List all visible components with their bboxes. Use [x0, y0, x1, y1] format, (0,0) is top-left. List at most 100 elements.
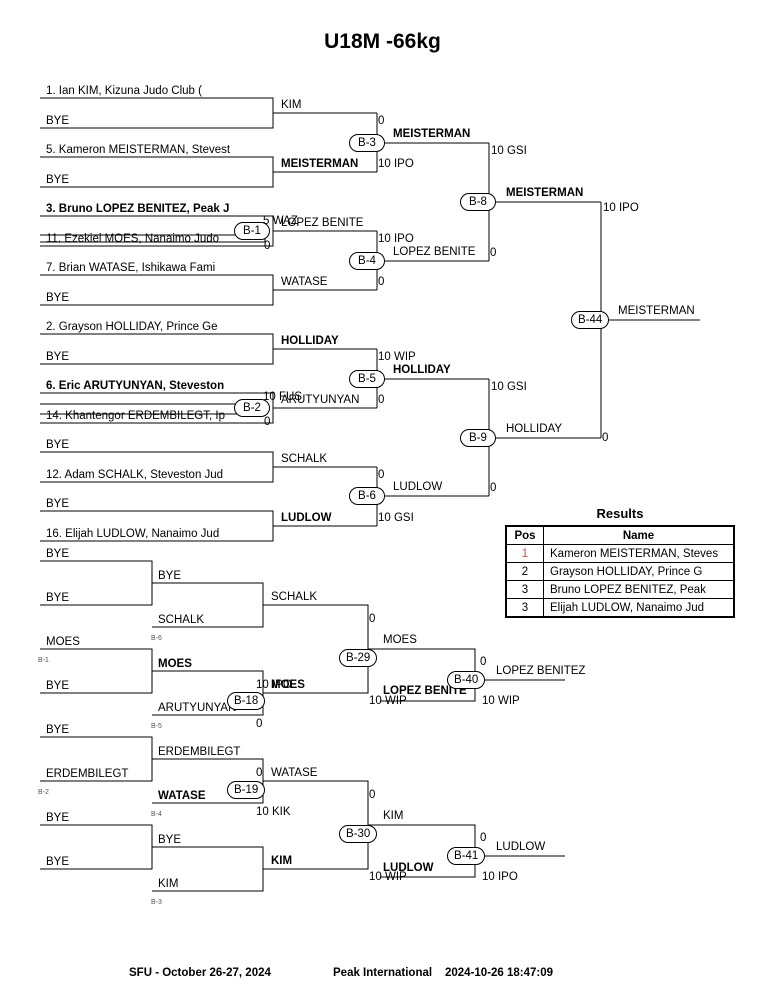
entry-name: 7. Brian WATASE, Ishikawa Fami — [46, 262, 216, 274]
winner-name: MEISTERMAN — [393, 128, 471, 140]
bout-badge[interactable]: B-19 — [227, 781, 266, 799]
results-row: 3 Bruno LOPEZ BENITEZ, Peak — [505, 580, 735, 599]
ref-label: B-6 — [151, 635, 162, 642]
score-text: 5 WAZ — [263, 215, 298, 227]
score-text: 0 — [256, 767, 263, 779]
score-text: 0 — [256, 718, 263, 730]
bout-badge[interactable]: B-4 — [349, 252, 385, 270]
bracket-line — [40, 97, 274, 129]
score-text: 10 GSI — [491, 145, 527, 157]
entry-name: 11. Ezekiel MOES, Nanaimo Judo — [46, 233, 220, 245]
results-name: Grayson HOLLIDAY, Prince G — [543, 562, 735, 581]
entry-name: ERDEMBILEGT — [46, 768, 129, 780]
winner-name: HOLLIDAY — [506, 423, 563, 435]
winner-name: LOPEZ BENITE — [393, 246, 476, 258]
bout-badge[interactable]: B-6 — [349, 487, 385, 505]
score-text: 10 GSI — [378, 512, 414, 524]
bout-badge[interactable]: B-2 — [234, 399, 270, 417]
bout-badge[interactable]: B-9 — [460, 429, 496, 447]
entry-name: WATASE — [158, 790, 206, 802]
entry-name: MOES — [158, 658, 192, 670]
entry-name: 14. Khantengor ERDEMBILEGT, Ip — [46, 410, 225, 422]
results-header-pos: Pos — [505, 525, 544, 545]
score-text: 0 — [490, 247, 497, 259]
score-text: 0 — [378, 469, 385, 481]
ref-label: B-2 — [38, 789, 49, 796]
entry-name: BYE — [158, 834, 182, 846]
ref-label: B-5 — [151, 723, 162, 730]
bout-badge[interactable]: B-3 — [349, 134, 385, 152]
results-name: Bruno LOPEZ BENITEZ, Peak — [543, 580, 735, 599]
bout-badge[interactable]: B-8 — [460, 193, 496, 211]
winner-name: SCHALK — [281, 453, 328, 465]
results-header-name: Name — [543, 525, 735, 545]
entry-name: BYE — [46, 439, 70, 451]
score-text: 0 — [264, 240, 271, 252]
entry-name: SCHALK — [158, 614, 205, 626]
score-text: 0 — [602, 432, 609, 444]
winner-name: KIM — [271, 855, 293, 867]
winner-name: MOES — [271, 679, 305, 691]
entry-name: BYE — [46, 548, 70, 560]
winner-name: ARUTYUNYAN — [281, 394, 360, 406]
winner-name: MOES — [383, 634, 417, 646]
winner-name: LOPEZ BENITE — [383, 685, 467, 697]
entry-name: 6. Eric ARUTYUNYAN, Steveston — [46, 380, 225, 392]
entry-name: ERDEMBILEGT — [158, 746, 241, 758]
bout-badge[interactable]: B-1 — [234, 222, 270, 240]
score-text: 10 FUS — [263, 391, 302, 403]
results-name: Kameron MEISTERMAN, Steves — [543, 544, 735, 563]
entry-name: MOES — [46, 636, 80, 648]
entry-name: BYE — [46, 812, 70, 824]
winner-name: WATASE — [281, 276, 328, 288]
entry-name: BYE — [46, 856, 70, 868]
score-text: 10 WIP — [369, 695, 407, 707]
winner-name: SCHALK — [271, 591, 318, 603]
winner-name: LUDLOW — [383, 862, 434, 874]
ref-label: B-4 — [151, 811, 162, 818]
entry-name: 2. Grayson HOLLIDAY, Prince Ge — [46, 321, 218, 333]
bout-badge[interactable]: B-30 — [339, 825, 378, 843]
score-text: 0 — [378, 394, 385, 406]
results-pos: 2 — [505, 562, 544, 581]
bout-badge[interactable]: B-18 — [227, 692, 266, 710]
score-text: 0 — [369, 789, 376, 801]
results-pos: 1 — [505, 544, 544, 563]
score-text: 10 IPO — [603, 202, 639, 214]
score-text: 0 — [264, 416, 271, 428]
page-title: U18M -66kg — [324, 30, 441, 53]
winner-name: LOPEZ BENITE — [281, 217, 364, 229]
bracket-line — [40, 274, 274, 306]
bout-badge[interactable]: B-40 — [447, 671, 486, 689]
bout-badge[interactable]: B-5 — [349, 370, 385, 388]
entry-name: ARUTYUNYAN — [158, 702, 237, 714]
bout-badge[interactable]: B-41 — [447, 847, 486, 865]
results-row: 1 Kameron MEISTERMAN, Steves — [505, 544, 735, 563]
winner-name: LUDLOW — [281, 512, 332, 524]
bout-badge[interactable]: B-29 — [339, 649, 378, 667]
ref-label: B-3 — [151, 899, 162, 906]
results-pos: 3 — [505, 580, 544, 599]
entry-name: BYE — [46, 592, 70, 604]
entry-name: 12. Adam SCHALK, Steveston Jud — [46, 469, 224, 481]
score-text: 10 IPO — [256, 679, 292, 691]
winner-name: HOLLIDAY — [281, 335, 339, 347]
score-text: 0 — [378, 276, 385, 288]
footer-org: Peak International — [333, 967, 433, 979]
entry-name: BYE — [46, 498, 70, 510]
score-text: 10 IPO — [482, 871, 518, 883]
entry-name: KIM — [158, 878, 179, 890]
ref-label: B-1 — [38, 657, 49, 664]
score-text: 0 — [378, 115, 385, 127]
entry-name: BYE — [46, 174, 70, 186]
winner-name: MEISTERMAN — [281, 158, 359, 170]
winner-name: MEISTERMAN — [618, 305, 695, 317]
bout-badge[interactable]: B-44 — [571, 311, 610, 329]
entry-name: BYE — [46, 115, 70, 127]
results-title: Results — [596, 506, 644, 521]
winner-name: KIM — [383, 810, 404, 822]
footer-timestamp: 2024-10-26 18:47:09 — [445, 967, 554, 979]
entry-name: BYE — [46, 351, 70, 363]
results-pos: 3 — [505, 598, 544, 618]
